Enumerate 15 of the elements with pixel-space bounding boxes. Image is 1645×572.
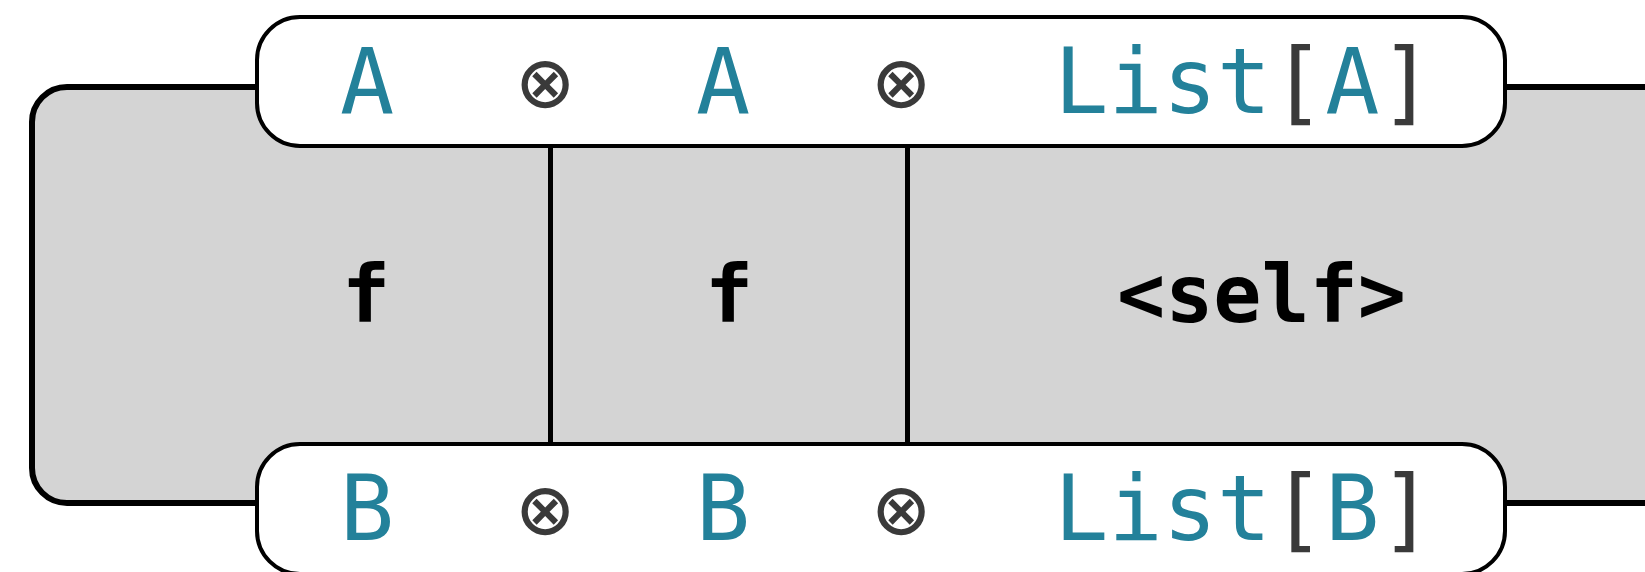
tensor-operator: ⊗: [517, 464, 573, 554]
type-label: A: [695, 36, 751, 127]
type-bar: [255, 442, 1507, 572]
type-label: A: [339, 36, 395, 127]
function-label: <self>: [1117, 255, 1406, 335]
tensor-operator: ⊗: [517, 36, 573, 127]
tensor-operator: ⊗: [873, 36, 929, 127]
type-bar: [255, 15, 1507, 148]
function-label: f: [704, 255, 754, 335]
function-label: f: [341, 255, 391, 335]
type-label: List[B]: [1054, 464, 1434, 554]
type-label: List[A]: [1054, 36, 1434, 127]
type-label: B: [339, 464, 395, 554]
type-label: B: [695, 464, 751, 554]
tensor-operator: ⊗: [873, 464, 929, 554]
